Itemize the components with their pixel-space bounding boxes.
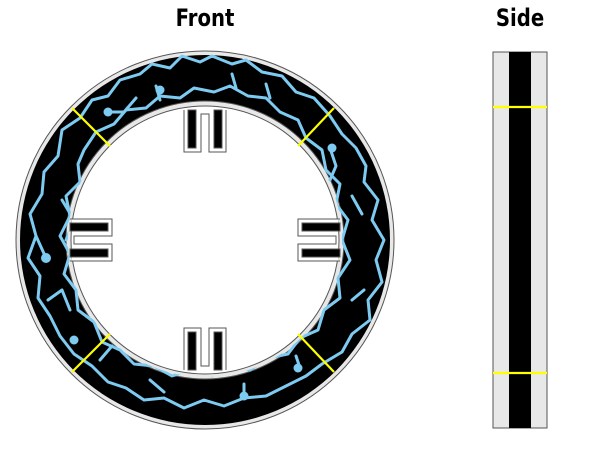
seam-top-left	[71, 107, 111, 147]
front-view-label: Front	[175, 4, 235, 32]
trace-pad	[69, 335, 79, 345]
seam-lines	[71, 107, 335, 373]
trace-branch-right	[328, 146, 366, 302]
trace-inner	[58, 84, 352, 378]
seam-bottom-left	[71, 333, 111, 373]
trace-pad	[155, 85, 165, 95]
side-view	[492, 51, 548, 429]
seam-top-right	[297, 107, 335, 147]
trace-pad	[239, 391, 249, 401]
side-core-strip	[509, 52, 531, 428]
inner-tab-bottom	[183, 326, 227, 371]
inner-tab-left	[69, 218, 114, 262]
trace-outer	[26, 54, 386, 410]
trace-pad	[103, 107, 113, 117]
trace-pad	[327, 143, 337, 153]
trace-pads	[41, 85, 337, 401]
trace-pad	[41, 253, 51, 263]
trace-pad	[293, 363, 303, 373]
inner-tab-top	[183, 109, 227, 154]
front-view	[15, 50, 395, 430]
trace-branch-bottom	[98, 344, 302, 398]
side-view-label: Side	[495, 4, 545, 32]
seam-bottom-right	[297, 333, 335, 373]
inner-tab-right	[296, 218, 341, 262]
